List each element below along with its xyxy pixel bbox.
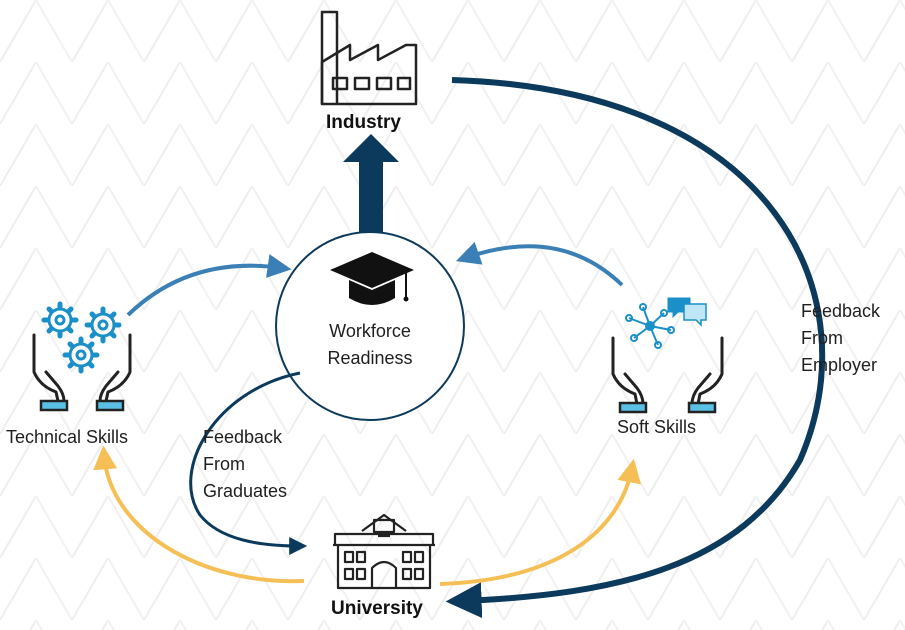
arrow-soft-to-workforce	[455, 241, 624, 287]
workforce-label-line1: Workforce	[329, 321, 411, 341]
feedback-employer-line1: Feedback	[801, 301, 881, 321]
arrow-university-to-soft	[439, 458, 642, 586]
feedback-graduates-line2: From	[203, 454, 245, 474]
technical-skills-label: Technical Skills	[6, 427, 129, 447]
workforce-circle	[275, 231, 465, 421]
up-arrow	[343, 134, 399, 236]
gears-in-hands-icon	[32, 301, 132, 412]
feedback-graduates-label: Feedback From Graduates	[203, 424, 287, 505]
university-building-icon	[333, 513, 435, 590]
workforce-label-line2: Readiness	[327, 348, 413, 368]
arrow-technical-to-workforce	[126, 254, 292, 317]
network-chat-in-hands-icon	[611, 297, 724, 414]
feedback-graduates-line3: Graduates	[203, 481, 288, 501]
feedback-employer-label: Feedback From Employer	[801, 298, 880, 379]
soft-skills-label: Soft Skills	[617, 417, 697, 437]
arrow-university-to-technical	[93, 445, 305, 584]
university-label: University	[331, 598, 423, 619]
factory-icon	[320, 10, 418, 106]
arrow-feedback-employer	[445, 77, 826, 619]
workforce-readiness-label: Workforce Readiness	[310, 318, 430, 372]
industry-label: Industry	[326, 112, 401, 133]
feedback-graduates-line1: Feedback	[203, 427, 283, 447]
feedback-employer-line3: Employer	[801, 355, 878, 375]
feedback-employer-line2: From	[801, 328, 843, 348]
graduation-cap-icon	[330, 252, 414, 305]
arrow-feedback-graduates	[189, 371, 308, 555]
